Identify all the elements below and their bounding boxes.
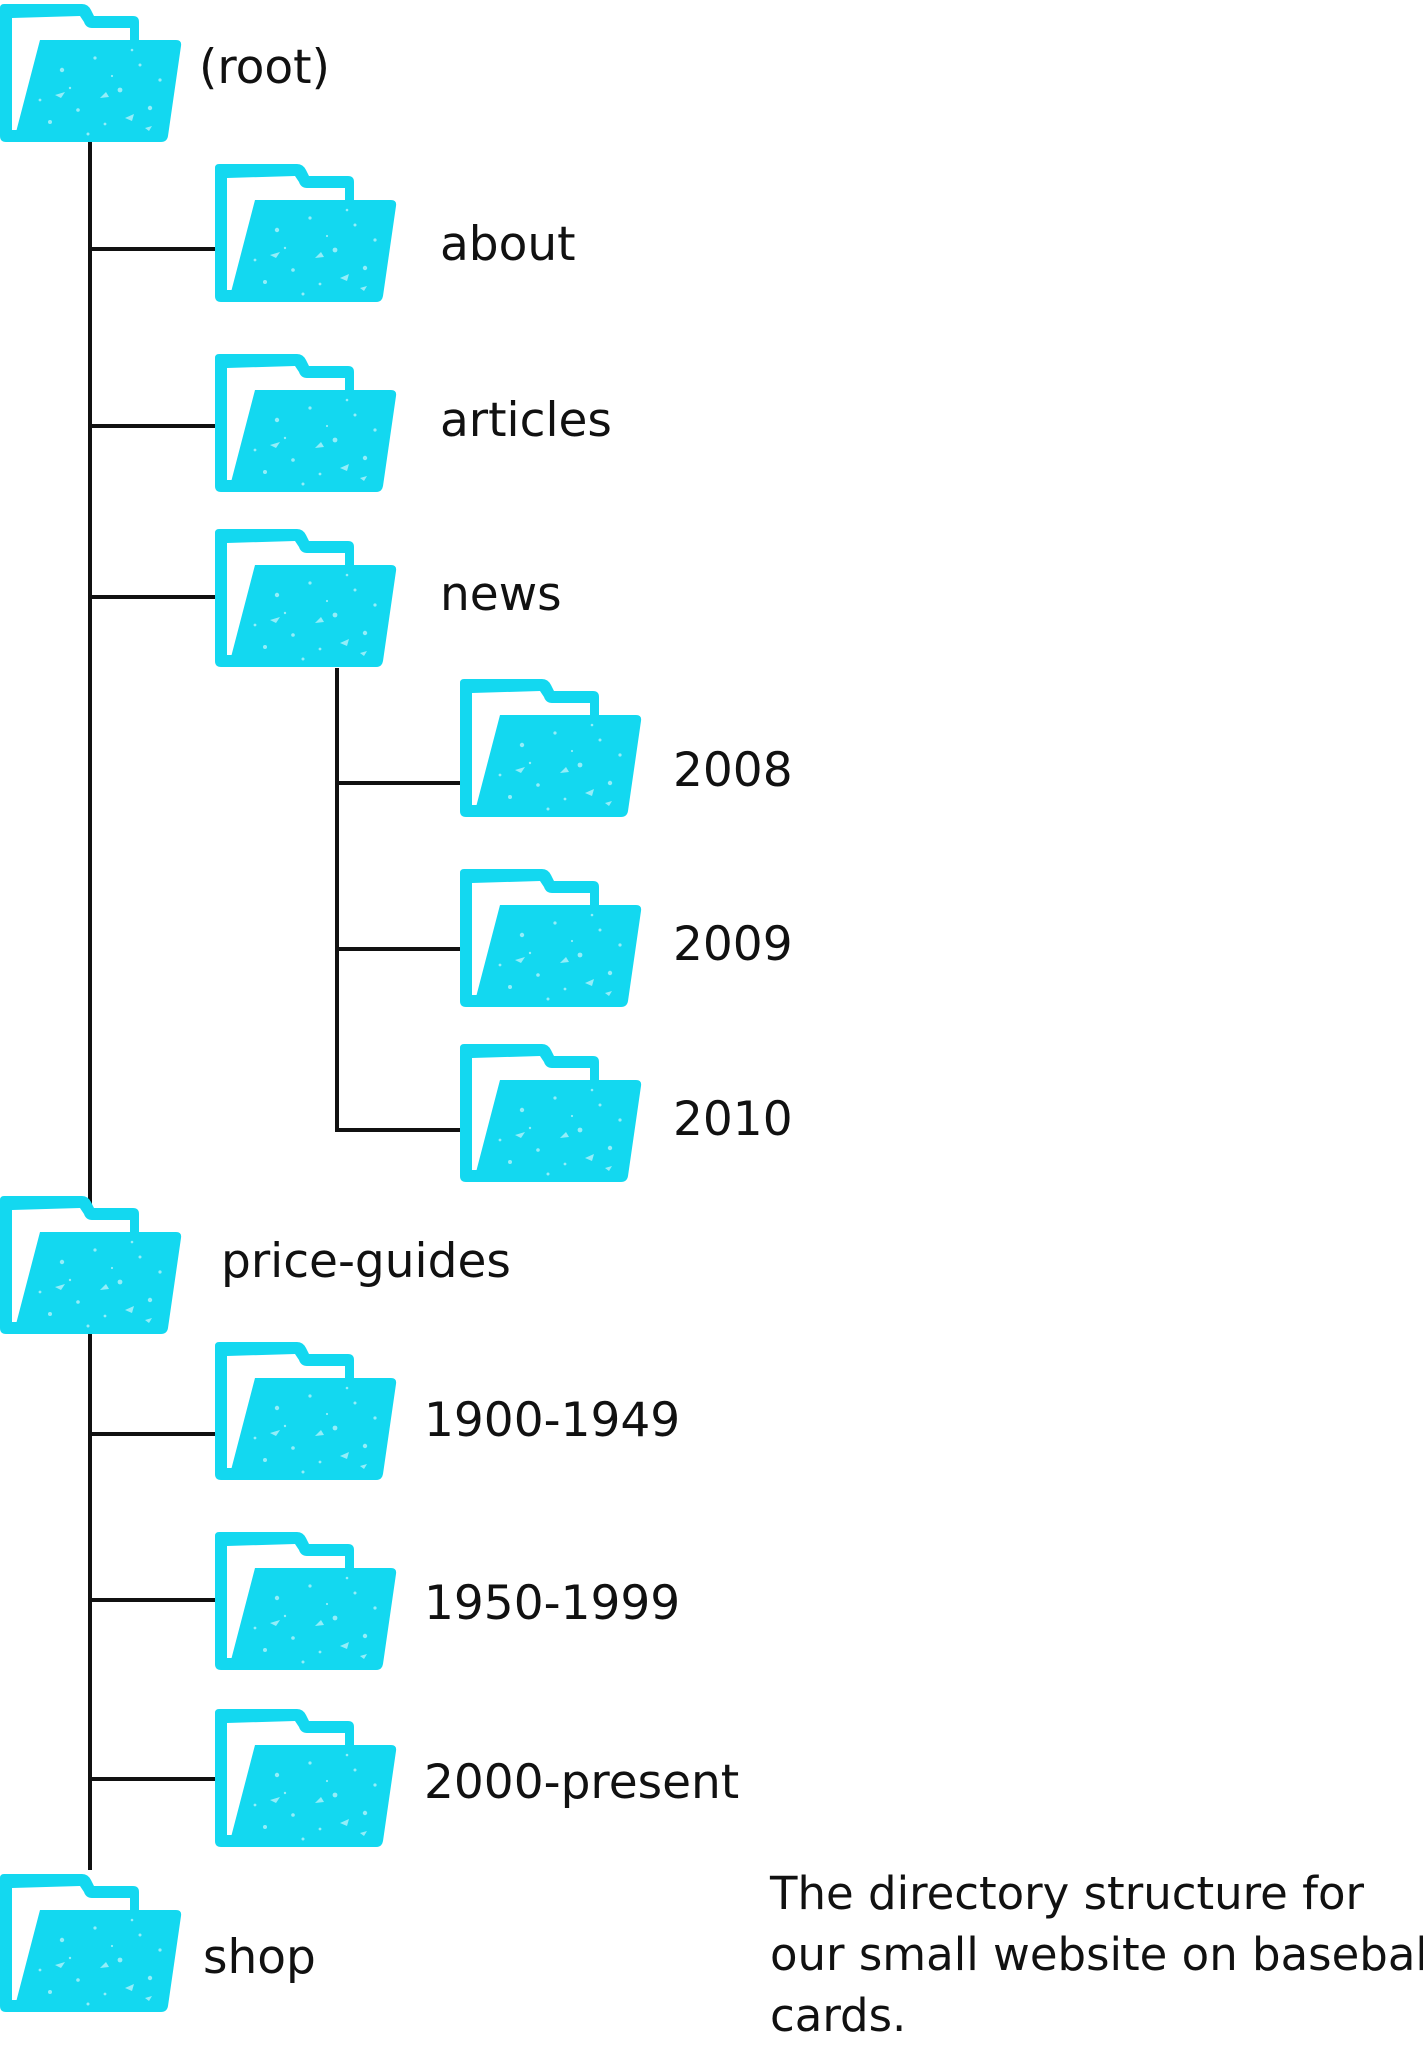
caption-line-2: our small website on baseball <box>770 1928 1423 1981</box>
folder-icon <box>215 1342 397 1480</box>
caption-line-3: cards. <box>770 1989 906 2042</box>
folder-articles: articles <box>215 354 612 492</box>
folder-label-articles: articles <box>440 393 612 448</box>
folder-icon <box>215 164 397 302</box>
folder-1950-1999: 1950-1999 <box>215 1532 680 1670</box>
folder-1900-1949: 1900-1949 <box>215 1342 680 1480</box>
diagram-caption: The directory structure for our small we… <box>769 1867 1423 2042</box>
folder-icon <box>460 679 642 817</box>
connector-lines <box>88 138 462 1870</box>
folder-root: (root) <box>0 4 330 142</box>
folder-label-2008: 2008 <box>673 743 793 798</box>
folder-icon <box>215 529 397 667</box>
folder-icon <box>0 1196 182 1334</box>
folder-icon <box>460 869 642 1007</box>
folder-label-2009: 2009 <box>673 917 793 972</box>
folder-label-news: news <box>440 567 562 622</box>
folder-shop: shop <box>0 1874 316 2012</box>
folder-about: about <box>215 164 576 302</box>
folder-label-shop: shop <box>203 1930 316 1985</box>
folder-icon <box>215 354 397 492</box>
folder-news-2010: 2010 <box>460 1044 793 1182</box>
folder-label-2010: 2010 <box>673 1092 793 1147</box>
folder-news-2009: 2009 <box>460 869 793 1007</box>
folder-label-root: (root) <box>199 40 330 95</box>
folder-icon <box>215 1709 397 1847</box>
folder-label-price-guides: price-guides <box>221 1234 511 1289</box>
folder-news-2008: 2008 <box>460 679 793 817</box>
folder-news: news <box>215 529 562 667</box>
folder-2000-present: 2000-present <box>215 1709 739 1847</box>
folder-icon <box>215 1532 397 1670</box>
folder-label-1900-1949: 1900-1949 <box>424 1393 680 1448</box>
folder-icon <box>0 1874 182 2012</box>
folder-icon <box>0 4 182 142</box>
folder-icon <box>460 1044 642 1182</box>
folder-label-about: about <box>440 217 576 272</box>
folder-price-guides: price-guides <box>0 1196 511 1334</box>
caption-line-1: The directory structure for <box>769 1867 1365 1920</box>
folder-label-1950-1999: 1950-1999 <box>424 1576 680 1631</box>
folder-label-2000-present: 2000-present <box>424 1755 739 1810</box>
